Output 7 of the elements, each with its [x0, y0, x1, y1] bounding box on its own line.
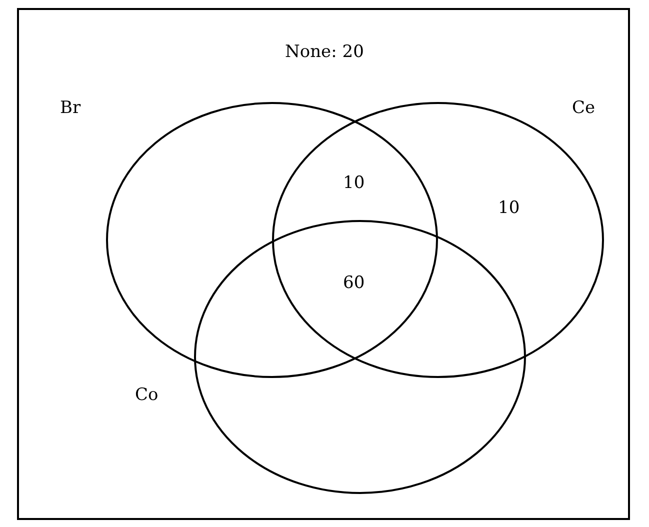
- none-count: None: 20: [285, 42, 364, 62]
- set-label: Br: [60, 98, 81, 118]
- region-count: 60: [343, 273, 365, 293]
- region-count: 10: [498, 198, 520, 218]
- set-label: Co: [135, 385, 158, 405]
- set-label: Ce: [572, 98, 596, 118]
- region-count: 10: [343, 173, 365, 193]
